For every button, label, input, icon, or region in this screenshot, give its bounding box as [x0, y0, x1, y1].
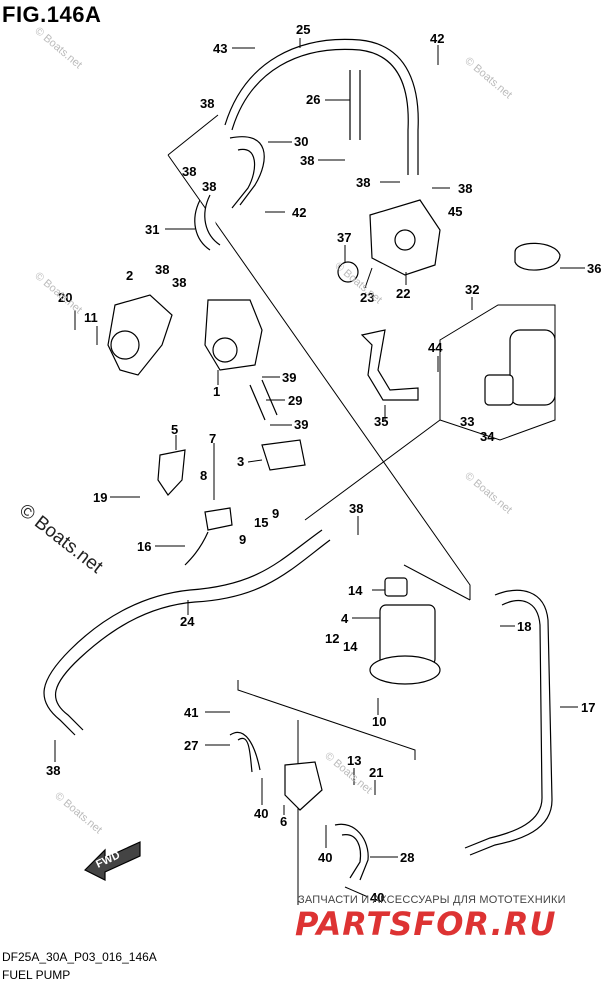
part-number: 34: [480, 429, 495, 444]
hose-30: [229, 136, 265, 209]
part-number: 40: [318, 850, 332, 865]
part-number: 29: [288, 393, 302, 408]
part-number: 19: [93, 490, 107, 505]
hose-31: [194, 194, 221, 251]
part-number: 13: [347, 753, 361, 768]
part-number: 37: [337, 230, 351, 245]
diagram-name: FUEL PUMP: [2, 968, 71, 982]
bracket-2-hole: [110, 330, 140, 360]
part-number: 28: [400, 850, 414, 865]
part-number: 24: [180, 614, 195, 629]
part-number: 25: [296, 22, 310, 37]
part-number: 39: [294, 417, 308, 432]
part-number: 15: [254, 515, 268, 530]
part-number: 41: [184, 705, 198, 720]
separator-port: [394, 229, 416, 251]
part-number: 21: [369, 765, 383, 780]
part-number: 38: [155, 262, 169, 277]
part-number: 38: [458, 181, 472, 196]
part-number: 36: [587, 261, 601, 276]
hose-27: [229, 731, 261, 773]
joint-3: [261, 439, 306, 471]
hose-25: [224, 38, 419, 175]
figure-title: FIG.146A: [2, 2, 102, 27]
part-number: 12: [325, 631, 339, 646]
filter-bracket: [484, 374, 514, 406]
assembly-outline: [167, 114, 471, 601]
hose-24: [43, 529, 331, 736]
part-number: 18: [517, 619, 531, 634]
lower-outline: [237, 680, 416, 760]
hose-17: [464, 589, 553, 856]
part-number: 40: [370, 890, 384, 905]
bracket-5: [157, 449, 186, 496]
leader-lines: [54, 38, 585, 898]
part-number: 16: [137, 539, 151, 554]
hose-28: [334, 823, 369, 881]
fuel-pump-base: [369, 655, 441, 685]
valve-7: [204, 507, 233, 531]
part-number: 40: [254, 806, 268, 821]
joint-6: [284, 761, 323, 811]
pump-cap-14: [384, 577, 408, 597]
part-number: 30: [294, 134, 308, 149]
part-number: 27: [184, 738, 198, 753]
bracket-35: [360, 329, 419, 401]
part-number: 2: [126, 268, 133, 283]
part-number: 9: [272, 506, 279, 521]
part-number: 14: [343, 639, 358, 654]
part-number: 38: [202, 179, 216, 194]
part-number: 38: [349, 501, 363, 516]
part-number: 10: [372, 714, 386, 729]
part-number: 42: [430, 31, 444, 46]
part-number: 45: [448, 204, 462, 219]
part-number: 9: [239, 532, 246, 547]
part-number: 26: [306, 92, 320, 107]
hose-26: [349, 70, 361, 140]
part-number: 38: [172, 275, 186, 290]
part-number: 20: [58, 290, 72, 305]
part-number: 38: [46, 763, 60, 778]
pump-housing-1: [204, 299, 263, 371]
part-number: 5: [171, 422, 178, 437]
part-number: 17: [581, 700, 595, 715]
part-number: 14: [348, 583, 363, 598]
part-number: 1: [213, 384, 220, 399]
part-number: 38: [182, 164, 196, 179]
fuel-filter: [509, 329, 556, 406]
part-number: 43: [213, 41, 227, 56]
part-number: 11: [84, 310, 98, 325]
part-number: 42: [292, 205, 306, 220]
pump-hose-outline: [297, 419, 441, 905]
fwd-arrow-icon: [83, 841, 141, 881]
part-number: 44: [428, 340, 443, 355]
hose-29: [249, 379, 278, 421]
part-number-labels: 43 25 42 38 26 30 38 38 38 38 38 42 45 3…: [46, 22, 601, 905]
part-number: 39: [282, 370, 296, 385]
part-number: 38: [200, 96, 214, 111]
part-number: 32: [465, 282, 479, 297]
clamp-36: [514, 242, 561, 271]
part-number: 38: [300, 153, 314, 168]
part-number: 35: [374, 414, 388, 429]
housing-1-port: [212, 337, 238, 363]
shop-caption: ЗАПЧАСТИ И АКСЕССУАРЫ ДЛЯ МОТОТЕХНИКИ: [298, 894, 566, 906]
part-number: 23: [360, 290, 374, 305]
shop-logo: PARTSFOR.RU: [295, 905, 557, 943]
part-number: 31: [145, 222, 159, 237]
part-number: 38: [356, 175, 370, 190]
part-number: 6: [280, 814, 287, 829]
part-number: 7: [209, 431, 216, 446]
part-number: 8: [200, 468, 207, 483]
part-number: 22: [396, 286, 410, 301]
part-number: 3: [237, 454, 244, 469]
hose-16: [184, 531, 209, 566]
part-number: 33: [460, 414, 474, 429]
o-ring-37: [337, 261, 359, 283]
diagram-code: DF25A_30A_P03_016_146A: [2, 950, 157, 964]
part-number: 4: [341, 611, 349, 626]
